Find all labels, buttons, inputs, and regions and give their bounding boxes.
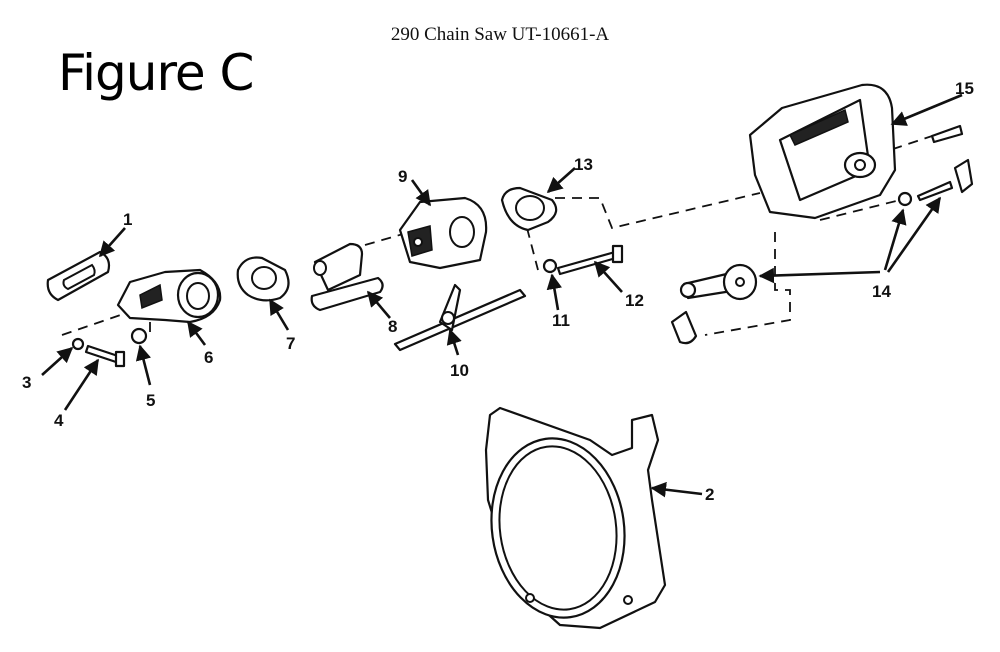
part-15-air-filter-cover [748, 83, 964, 220]
figure-label: Figure C [58, 44, 254, 102]
callout-2: 2 [705, 485, 714, 504]
callout-3: 3 [22, 373, 31, 392]
part-14-choke-linkage [670, 158, 974, 345]
part-10-throttle-shaft [393, 283, 527, 352]
callout-8: 8 [388, 317, 397, 336]
part-3-washer [71, 337, 85, 351]
part-8-adapter [310, 242, 384, 312]
callout-numbers: 1 2 3 4 5 6 7 8 9 10 11 12 13 14 15 [22, 79, 974, 504]
part-1-gasket [46, 250, 111, 302]
part-11-washer [542, 258, 558, 274]
part-12-screw [556, 250, 618, 276]
page-title: 290 Chain Saw UT-10661-A [390, 24, 610, 45]
part-9-carburetor [398, 196, 488, 270]
callout-12: 12 [625, 291, 644, 310]
callout-15: 15 [955, 79, 974, 98]
callout-1: 1 [123, 210, 132, 229]
hardware-fasteners [71, 244, 624, 368]
callout-10: 10 [450, 361, 469, 380]
callout-13: 13 [574, 155, 593, 174]
callout-6: 6 [204, 348, 213, 367]
callout-11: 11 [552, 311, 570, 330]
part-7-spacer-plate [236, 256, 290, 302]
part-5-nut [130, 327, 148, 345]
part-2-fan-housing [484, 406, 667, 630]
callout-4: 4 [54, 411, 64, 430]
callout-14: 14 [872, 282, 891, 301]
part-6-manifold [116, 268, 222, 324]
callout-leaders [41, 93, 963, 498]
callout-5: 5 [146, 391, 155, 410]
callout-7: 7 [286, 334, 295, 353]
part-13-flange [500, 186, 558, 232]
callout-9: 9 [398, 167, 407, 186]
part-4-screw [84, 344, 120, 364]
